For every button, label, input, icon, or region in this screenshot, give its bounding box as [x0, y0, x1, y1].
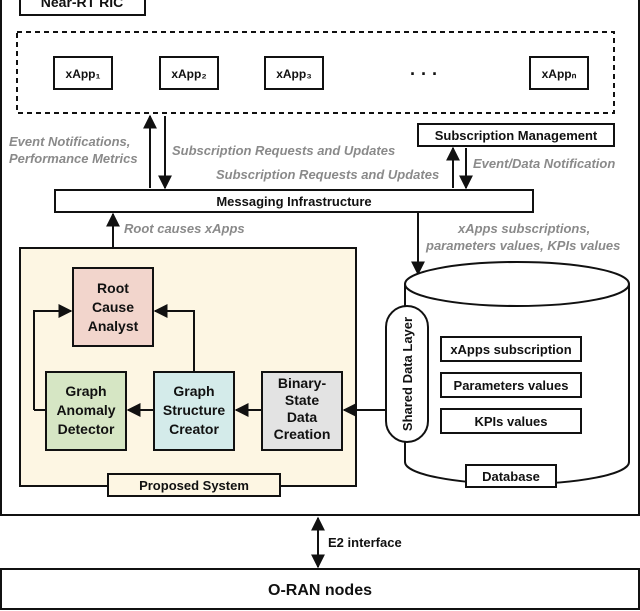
proposed-system-label: Proposed System [139, 478, 249, 493]
xapp-1-label: xApp₁ [66, 67, 101, 81]
graph-structure-creator-line-1: Graph [173, 383, 214, 399]
root-cause-analyst-box [72, 267, 154, 347]
binary-state-line-4: Creation [274, 426, 331, 442]
xapp-3-label: xApp₃ [276, 67, 312, 81]
db-item-kpis-values-box [440, 408, 582, 434]
root-cause-analyst-line-1: Root [97, 280, 129, 296]
e2-interface-label: E2 interface [328, 535, 402, 550]
binary-state-line-1: Binary- [278, 375, 327, 391]
xapp-n-label: xAppₙ [542, 67, 577, 81]
proposed-system-label-box [107, 473, 281, 497]
root-cause-analyst-line-3: Analyst [88, 318, 139, 334]
xapp-2-box [159, 56, 219, 90]
binary-state-data-creation-box [261, 371, 343, 451]
oran-nodes-box [0, 568, 640, 610]
root-causes-note: Root causes xApps [124, 221, 245, 236]
graph-structure-creator-line-2: Structure [163, 402, 225, 418]
shared-data-layer-label: Shared Data Layer [400, 317, 415, 431]
xapp-3-box [264, 56, 324, 90]
db-item-parameters-values: Parameters values [454, 378, 569, 393]
graph-anomaly-detector-box [45, 371, 127, 451]
subscription-requests-note-2: Subscription Requests and Updates [216, 167, 439, 182]
graph-anomaly-detector-line-1: Graph [65, 383, 106, 399]
xapp-ellipsis: · · · [410, 64, 438, 84]
binary-state-line-3: Data [287, 409, 318, 425]
database-cylinder-top [404, 261, 630, 307]
arrow-structure-to-rootcause [153, 304, 195, 372]
event-data-notification-note: Event/Data Notification [473, 156, 615, 171]
database-label: Database [482, 469, 540, 484]
oran-nodes-label: O-RAN nodes [268, 582, 372, 599]
event-notifications-note-1: Event Notifications, [9, 134, 130, 149]
subscription-management-box [417, 123, 615, 147]
near-rt-ric-frame [0, 0, 640, 516]
near-rt-ric-title-box [19, 0, 146, 16]
xapps-subscriptions-note-2: parameters values, KPIs values [425, 238, 620, 253]
db-item-kpis-values: KPIs values [475, 414, 548, 429]
database-label-box [465, 464, 557, 488]
db-item-parameters-values-box [440, 372, 582, 398]
graph-anomaly-detector-line-3: Detector [58, 421, 115, 437]
messaging-infrastructure-box [54, 189, 534, 213]
near-rt-ric-title: Near-RT RIC [41, 0, 123, 10]
binary-state-line-2: State [285, 392, 319, 408]
db-item-xapps-subscription-box [440, 336, 582, 362]
subscription-requests-note-1: Subscription Requests and Updates [172, 143, 395, 158]
xapp-2-label: xApp₂ [171, 67, 206, 81]
arrow-anomaly-to-rootcause [33, 304, 73, 410]
root-cause-analyst-line-2: Cause [92, 299, 134, 315]
db-item-xapps-subscription: xApps subscription [450, 342, 571, 357]
xapp-1-box [53, 56, 113, 90]
xapp-n-box [529, 56, 589, 90]
event-notifications-note-2: Performance Metrics [9, 151, 138, 166]
messaging-infrastructure-label: Messaging Infrastructure [216, 194, 371, 209]
shared-data-layer-box [385, 305, 429, 443]
graph-structure-creator-line-3: Creator [169, 421, 219, 437]
graph-anomaly-detector-line-2: Anomaly [56, 402, 115, 418]
xapps-subscriptions-note-1: xApps subscriptions, [457, 221, 590, 236]
subscription-management-label: Subscription Management [435, 128, 598, 143]
